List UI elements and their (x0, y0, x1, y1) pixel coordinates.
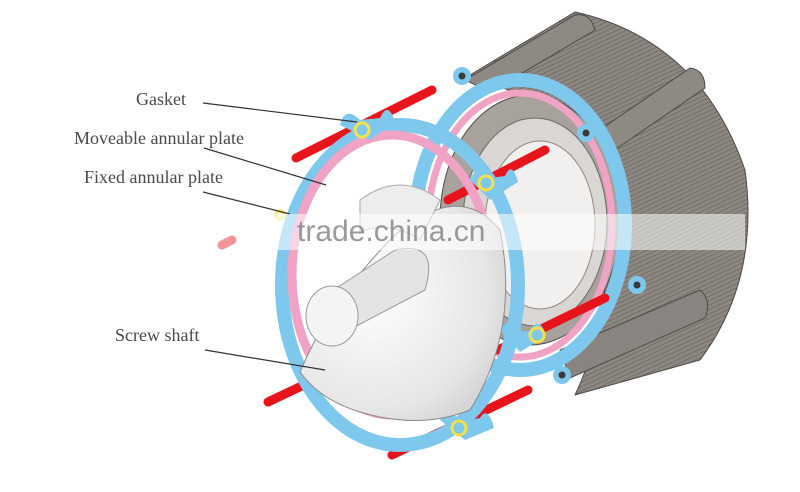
label-gasket: Gasket (136, 89, 186, 109)
screw-shaft (299, 184, 507, 422)
label-fixed-annular-plate: Fixed annular plate (84, 167, 223, 187)
label-moveable-annular-plate: Moveable annular plate (74, 128, 244, 148)
watermark: trade.china.cn (205, 214, 745, 250)
leader-lines (202, 102, 358, 371)
label-screw-shaft: Screw shaft (115, 325, 200, 345)
